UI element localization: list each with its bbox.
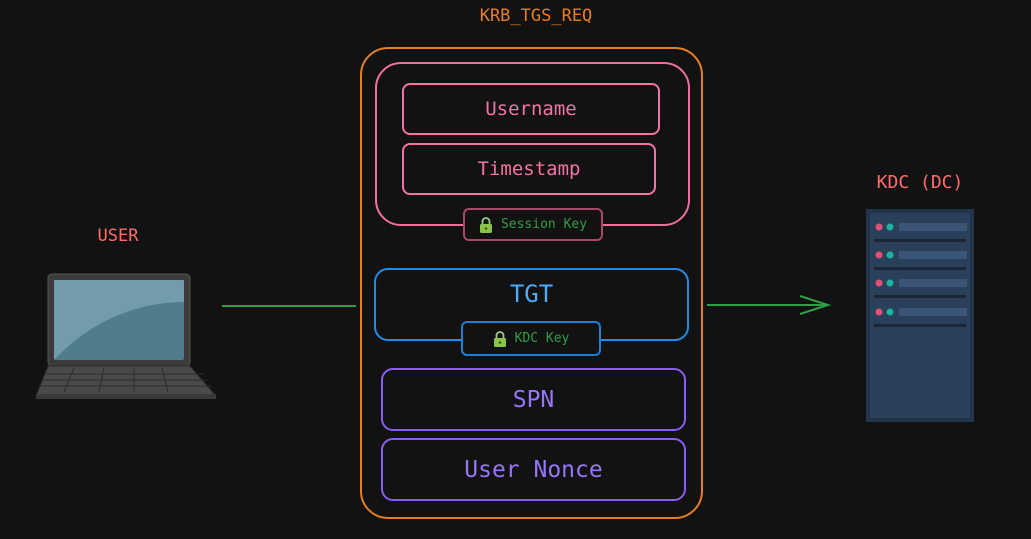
timestamp-field: Timestamp <box>402 143 656 195</box>
user-label: USER <box>97 226 139 246</box>
kdc-key-label: KDC Key <box>514 331 570 346</box>
request-container <box>360 47 703 519</box>
tgt-label: TGT <box>509 280 554 308</box>
user-nonce-field: User Nonce <box>381 438 686 501</box>
lock-icon <box>493 330 506 347</box>
kdc-key-tag: KDC Key <box>461 321 601 356</box>
username-field: Username <box>402 83 660 135</box>
session-key-label: Session Key <box>500 217 588 232</box>
lock-icon <box>479 216 492 233</box>
connector-line <box>222 305 356 307</box>
server-icon <box>866 209 974 422</box>
request-title: KRB_TGS_REQ <box>479 6 593 26</box>
spn-field: SPN <box>381 368 686 431</box>
arrow-to-kdc <box>707 295 832 315</box>
kdc-label: KDC (DC) <box>876 172 964 193</box>
laptop-icon <box>35 273 218 399</box>
session-key-tag: Session Key <box>463 208 603 241</box>
